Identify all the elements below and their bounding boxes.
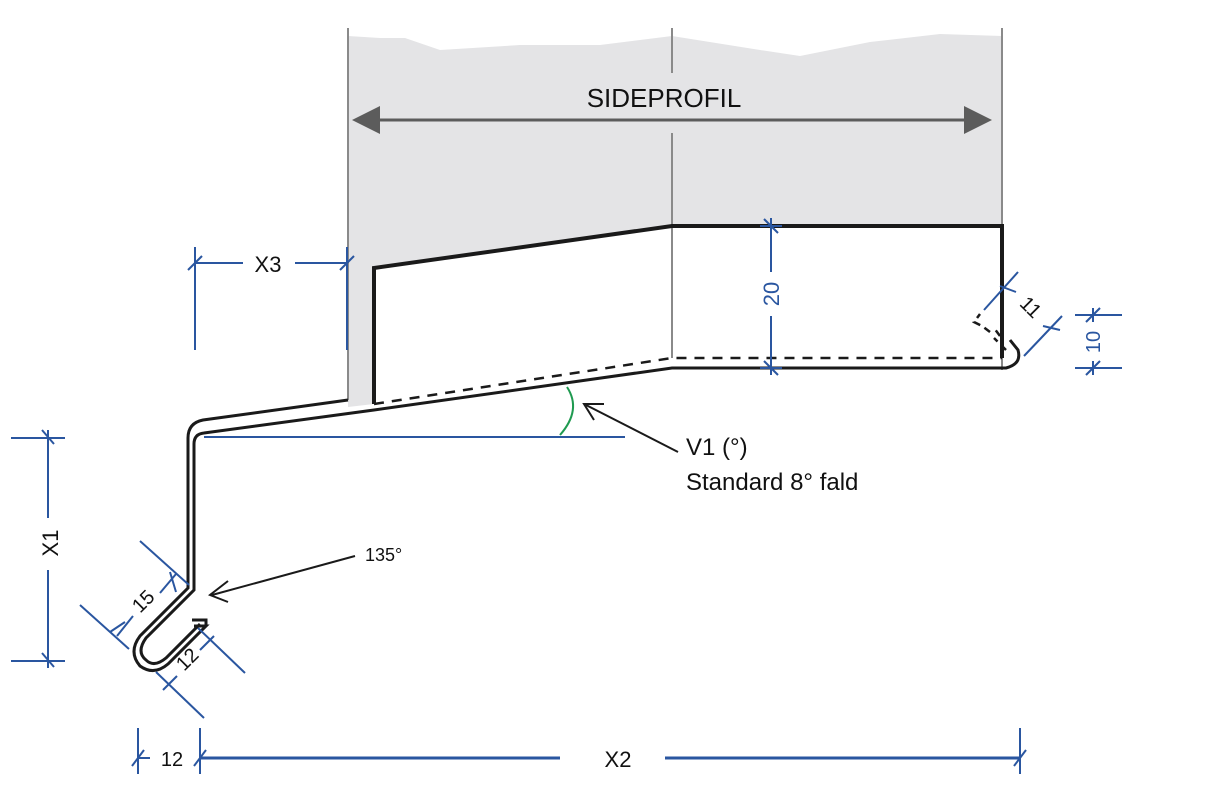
bend-pointer bbox=[207, 555, 356, 603]
dimension-hem-right bbox=[983, 271, 1063, 357]
dim-flange-diag-label: 15 bbox=[128, 586, 159, 617]
dim-x2-label: X2 bbox=[605, 747, 632, 772]
right-drip-hem bbox=[1002, 339, 1021, 370]
dim-hem-right-label: 11 bbox=[1015, 293, 1045, 323]
dim-bottom-left-label: 12 bbox=[161, 749, 183, 771]
dimension-bottom bbox=[131, 728, 1027, 774]
sideprofil-arrow bbox=[352, 106, 992, 134]
profile-sheet-second bbox=[132, 398, 349, 672]
bend-angle-label: 135° bbox=[365, 545, 402, 565]
dim-x1-label: X1 bbox=[38, 530, 63, 557]
profile-top-edge bbox=[372, 224, 1004, 404]
title-label: SIDEPROFIL bbox=[587, 83, 742, 113]
dimension-x1 bbox=[11, 429, 65, 668]
wall-background bbox=[348, 34, 1002, 407]
dimension-flange-diag bbox=[79, 540, 190, 650]
angle-label: V1 (°) bbox=[686, 434, 748, 461]
arrow-right-icon bbox=[964, 106, 992, 134]
dimension-x3 bbox=[187, 247, 355, 350]
arrow-left-icon bbox=[352, 106, 380, 134]
dim-height-label: 20 bbox=[759, 282, 784, 306]
arrow-head-icon bbox=[207, 580, 229, 603]
right-drip-dashed bbox=[972, 313, 1007, 351]
arrow-head-icon bbox=[582, 403, 604, 421]
dim-drip-right-label: 10 bbox=[1083, 331, 1105, 353]
hem-closure bbox=[192, 618, 208, 626]
dimension-drip-right bbox=[1075, 307, 1122, 376]
dimension-hem-left bbox=[155, 627, 246, 719]
profile-bottom-outer bbox=[139, 366, 1002, 665]
angle-note: Standard 8° fald bbox=[686, 469, 858, 496]
dim-x3-label: X3 bbox=[255, 252, 282, 277]
angle-arc bbox=[559, 386, 575, 436]
angle-pointer bbox=[582, 403, 679, 453]
dimension-height bbox=[760, 218, 782, 376]
